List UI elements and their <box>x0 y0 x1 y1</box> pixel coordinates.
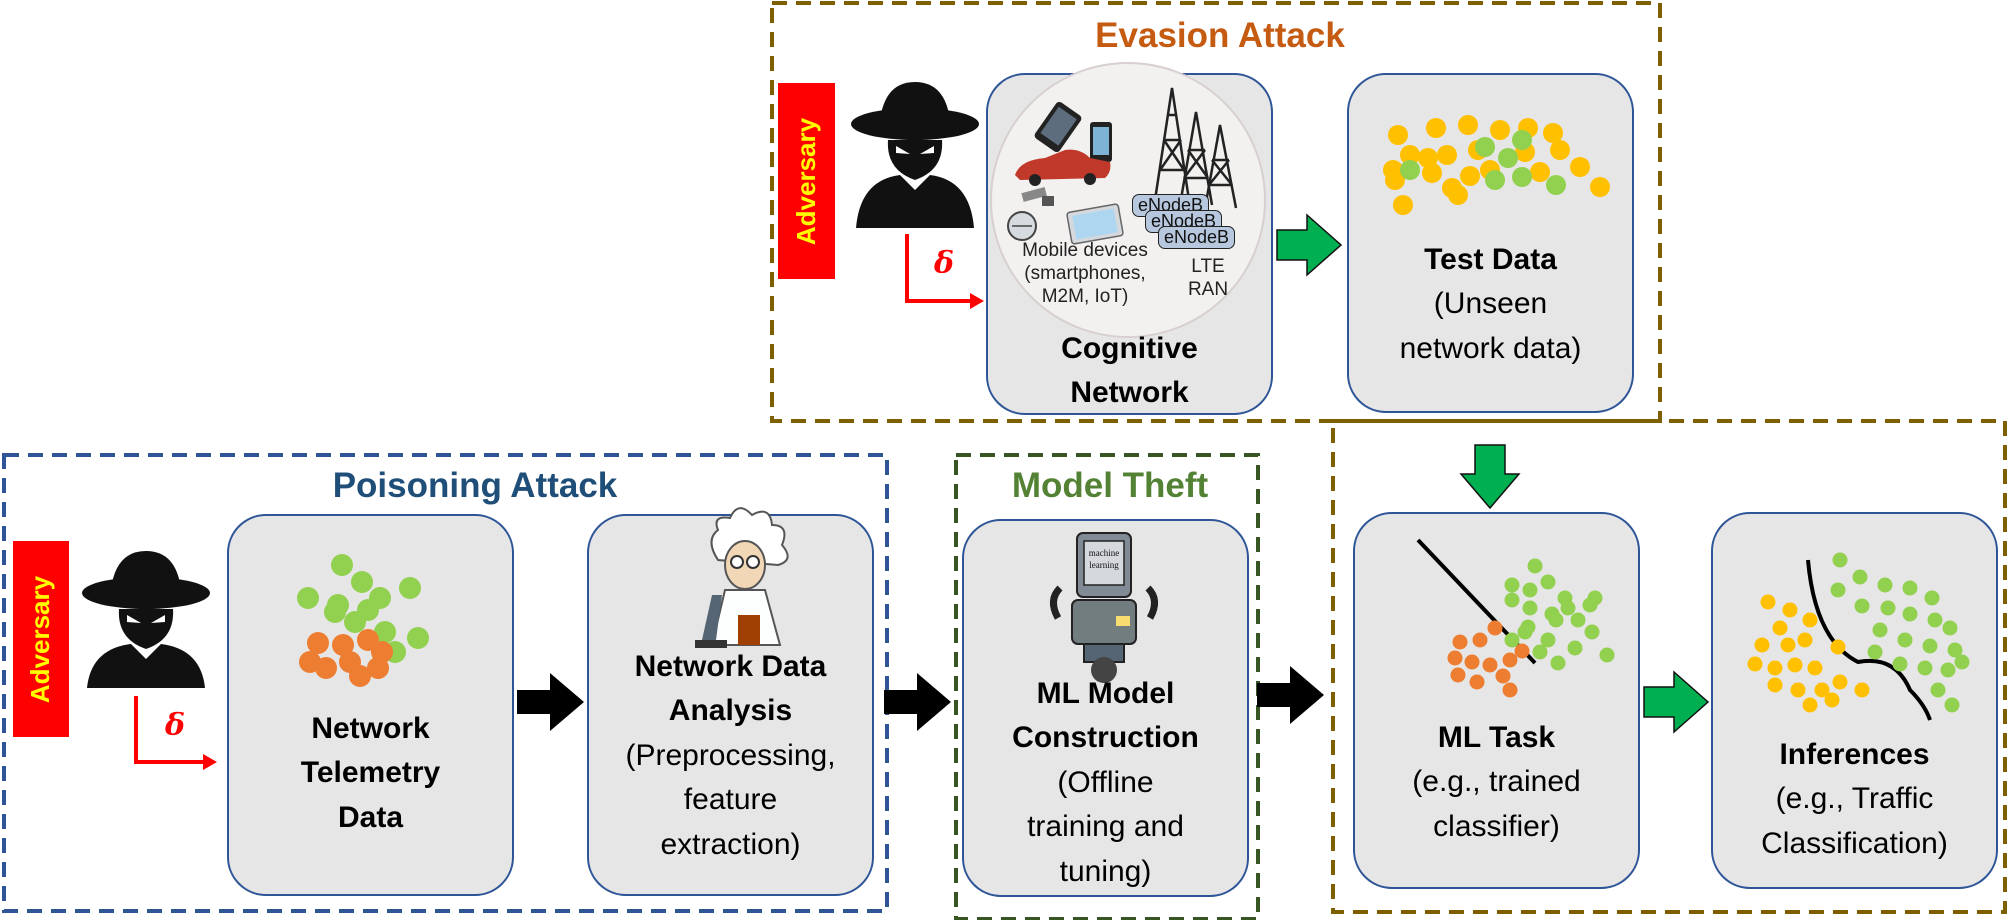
ml-model-box <box>962 519 1249 897</box>
flow-arrow-to-ml-task <box>1459 444 1521 510</box>
adversary-label-text: Adversary <box>25 575 56 703</box>
adversary-label: Adversary <box>13 541 69 737</box>
ml-model-label: ML Model Construction (Offline training … <box>963 672 1248 894</box>
adversary-figure-icon <box>82 551 210 688</box>
lte-ran-label: LTE RAN <box>1187 256 1229 300</box>
flow-arrow-to-ml-task-box <box>1257 666 1324 724</box>
tablet-icon <box>1066 203 1124 245</box>
test-data-title: Test Data <box>1424 243 1557 276</box>
adversary-label: Adversary <box>778 83 835 279</box>
model-theft-title: Model Theft <box>1011 466 1209 505</box>
smartphone-icon <box>1034 101 1112 162</box>
test-data-label: Test Data (Unseen network data) <box>1348 238 1633 371</box>
perturbation-arrow <box>134 696 206 764</box>
analysis-title-line2: Analysis <box>668 694 793 728</box>
car-icon <box>1015 149 1111 186</box>
delta-label: δ <box>934 246 955 281</box>
sensor-icon <box>1021 187 1054 206</box>
adversary-figure-icon <box>851 82 979 228</box>
analysis-label: Network Data Analysis (Preprocessing, fe… <box>588 645 873 867</box>
telemetry-box <box>227 514 514 896</box>
perturbation-arrowhead <box>970 293 984 309</box>
telemetry-scatter <box>297 554 429 687</box>
cellular-network-illustration <box>990 62 1266 338</box>
poisoning-attack-title: Poisoning Attack <box>332 466 618 505</box>
mobile-devices-label: Mobile devices (smartphones, M2M, IoT) <box>1022 240 1148 307</box>
adversary-label-text: Adversary <box>791 117 822 245</box>
flow-arrow-to-test-data <box>1276 213 1343 277</box>
ml-task-title: ML Task <box>1437 721 1556 754</box>
robot-label-line2: learning <box>1089 560 1119 570</box>
robot-icon: machine learning <box>1050 532 1158 683</box>
evasion-attack-title: Evasion Attack <box>1095 16 1345 55</box>
poisoning-attack-region <box>2 453 889 913</box>
perturbation-arrowhead <box>203 754 217 770</box>
analysis-title-line1: Network Data <box>634 650 827 683</box>
enodeb-label: eNodeB <box>1158 226 1236 249</box>
telemetry-label: Network Telemetry Data <box>300 712 441 834</box>
inferences-label: Inferences (e.g., Traffic Classification… <box>1712 733 1997 866</box>
ml-task-label: ML Task (e.g., trained classifier) <box>1354 716 1639 849</box>
flow-arrow-to-analysis <box>517 673 584 731</box>
robot-label-line1: machine <box>1089 548 1120 558</box>
delta-label: δ <box>165 708 186 743</box>
classifier-scatter <box>1416 538 1615 698</box>
meter-icon <box>1007 211 1037 241</box>
cognitive-network-title: Cognitive Network <box>1061 332 1198 410</box>
flow-arrow-to-inferences <box>1643 670 1710 734</box>
inference-scatter <box>1747 552 1970 721</box>
scientist-icon <box>695 507 789 648</box>
test-data-points <box>1383 115 1610 215</box>
ml-model-title-line1: ML Model <box>1036 677 1175 710</box>
perturbation-arrow <box>905 234 974 303</box>
evasion-attack-region <box>770 1 2007 914</box>
ml-model-title-line2: Construction <box>1012 721 1199 755</box>
flow-arrow-to-ml-model <box>884 673 951 731</box>
inferences-title: Inferences <box>1779 738 1930 771</box>
cell-tower-icon <box>1153 87 1238 209</box>
